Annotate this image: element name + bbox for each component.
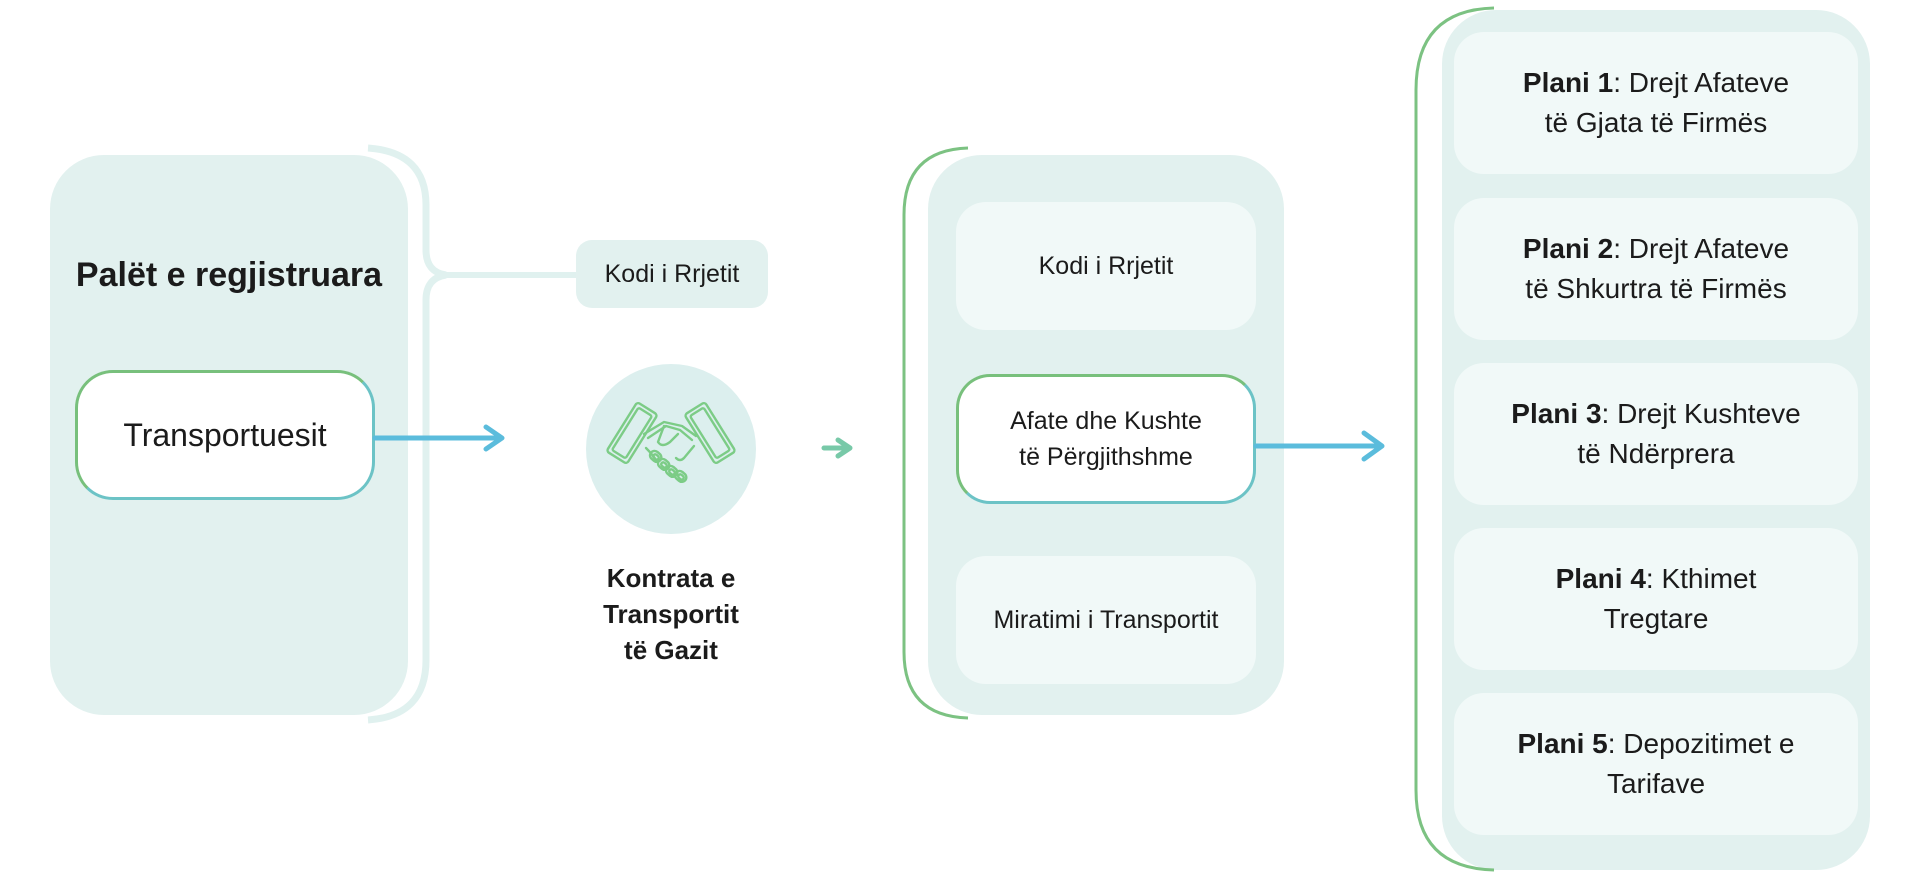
- plan-1-box: Plani 1: Drejt Afateve të Gjata të Firmë…: [1454, 32, 1858, 174]
- plan-1-title: : Drejt Afateve: [1613, 67, 1790, 98]
- transporters-pill[interactable]: Transportuesit: [75, 370, 375, 500]
- plan-5-number: Plani 5: [1517, 728, 1608, 759]
- plan-4-box: Plani 4: Kthimet Tregtare: [1454, 528, 1858, 670]
- general-terms-line-2: të Përgjithshme: [1019, 443, 1193, 471]
- plan-3-number: Plani 3: [1511, 398, 1602, 429]
- plan-4-subtitle: Tregtare: [1603, 603, 1709, 634]
- plan-5-title: : Depozitimet e: [1607, 728, 1795, 759]
- network-code-tag: Kodi i Rrjetit: [576, 240, 768, 308]
- general-terms-pill[interactable]: Afate dhe Kushte të Përgjithshme: [956, 374, 1256, 504]
- plan-1-number: Plani 1: [1522, 67, 1614, 98]
- plan-2-subtitle: të Shkurtra të Firmës: [1525, 273, 1787, 304]
- plan-3-box: Plani 3: Drejt Kushteve të Ndërprera: [1454, 363, 1858, 505]
- plan-4-title: : Kthimet: [1645, 563, 1757, 594]
- plan-3-subtitle: të Ndërprera: [1577, 438, 1735, 469]
- plan-2-title: : Drejt Afateve: [1613, 233, 1790, 264]
- contract-circle: [586, 364, 756, 534]
- handshake-icon: [606, 401, 736, 484]
- registered-parties-title: Palët e regjistruara: [75, 256, 383, 294]
- general-terms-line-1: Afate dhe Kushte: [1010, 407, 1202, 435]
- plan-4-number: Plani 4: [1555, 563, 1646, 594]
- middle-network-code-box: Kodi i Rrjetit: [956, 202, 1256, 330]
- transport-approval-box: Miratimi i Transportit: [956, 556, 1256, 684]
- contract-label-line-2: Transportit: [603, 599, 739, 629]
- plan-5-subtitle: Tarifave: [1606, 768, 1706, 799]
- contract-label-line-1: Kontrata e: [606, 563, 736, 593]
- plan-1-subtitle: të Gjata të Firmës: [1544, 107, 1768, 138]
- contract-label-line-3: të Gazit: [624, 635, 718, 665]
- plan-5-box: Plani 5: Depozitimet e Tarifave: [1454, 693, 1858, 835]
- plan-2-number: Plani 2: [1522, 233, 1614, 264]
- plan-3-title: : Drejt Kushteve: [1601, 398, 1801, 429]
- contract-label: Kontrata e Transportit të Gazit: [560, 560, 782, 668]
- plan-2-box: Plani 2: Drejt Afateve të Shkurtra të Fi…: [1454, 198, 1858, 340]
- arrow-contract-to-terms: [821, 437, 853, 459]
